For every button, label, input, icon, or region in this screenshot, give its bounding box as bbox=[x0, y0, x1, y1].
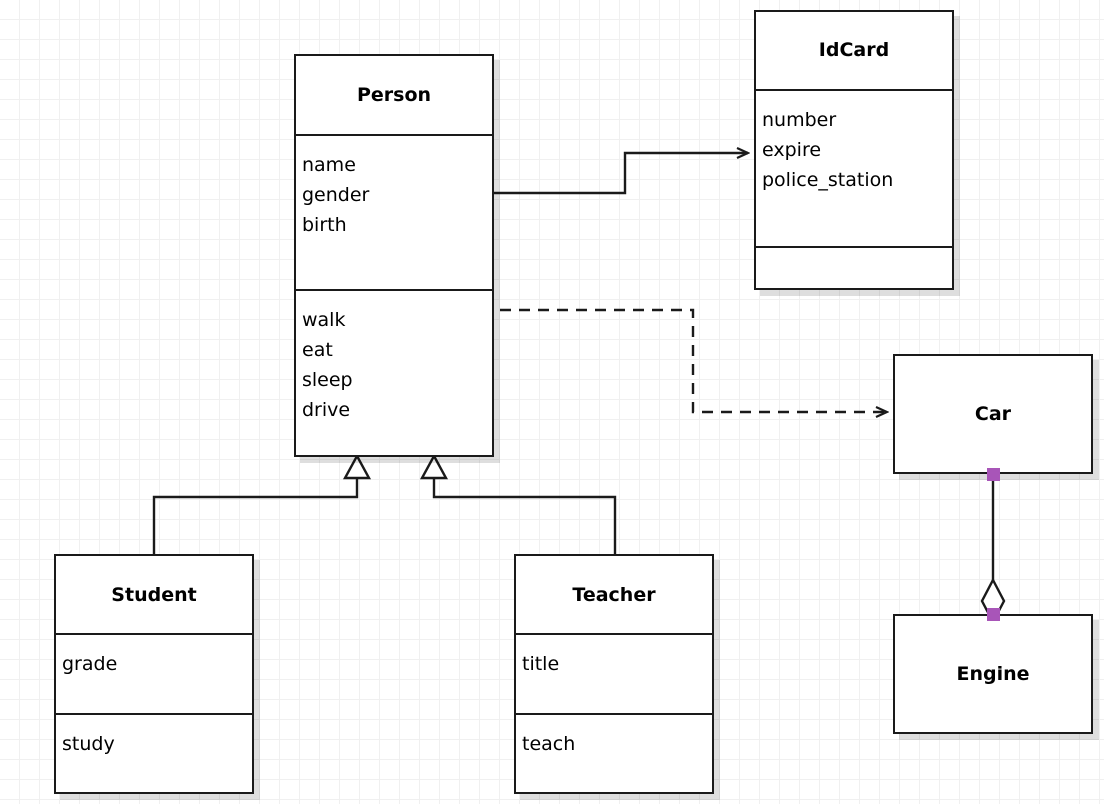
class-operations-teacher: teach bbox=[516, 712, 712, 792]
uml-class-student[interactable]: Student grade study bbox=[54, 554, 254, 794]
class-name-student: Student bbox=[111, 583, 197, 606]
attribute-item: birth bbox=[302, 213, 347, 236]
class-operations-student: study bbox=[56, 712, 252, 792]
class-operations-person: walk eat sleep drive bbox=[296, 288, 492, 455]
class-name-engine: Engine bbox=[956, 663, 1030, 685]
operation-item: teach bbox=[522, 732, 576, 755]
class-attributes-teacher: title bbox=[516, 633, 712, 712]
class-name-teacher: Teacher bbox=[572, 583, 656, 606]
attribute-item: grade bbox=[62, 653, 118, 676]
attribute-item: title bbox=[522, 653, 560, 676]
edge-person-idcard[interactable] bbox=[494, 153, 748, 195]
class-operations-idcard bbox=[756, 245, 952, 288]
class-name-car: Car bbox=[974, 403, 1012, 425]
operation-item: drive bbox=[302, 398, 351, 421]
connection-handle-engine-top[interactable] bbox=[987, 608, 1000, 621]
class-attributes-idcard: number expire police_station bbox=[756, 88, 952, 246]
edge-teacher-person[interactable] bbox=[419, 453, 617, 554]
operation-item: study bbox=[62, 732, 115, 755]
connection-handle-car-bottom[interactable] bbox=[987, 468, 1000, 481]
uml-class-idcard[interactable]: IdCard number expire police_station bbox=[754, 10, 954, 290]
attribute-item: gender bbox=[302, 183, 370, 206]
attribute-item: name bbox=[302, 153, 356, 176]
uml-class-person[interactable]: Person name gender birth walk eat sleep … bbox=[294, 54, 494, 457]
edge-car-engine[interactable] bbox=[980, 474, 1006, 625]
class-attributes-person: name gender birth bbox=[296, 133, 492, 289]
class-name-person: Person bbox=[356, 83, 432, 106]
attribute-item: number bbox=[762, 108, 837, 131]
uml-class-engine[interactable]: Engine bbox=[893, 614, 1093, 734]
operation-item: eat bbox=[302, 338, 333, 361]
attribute-item: expire bbox=[762, 138, 822, 161]
edge-student-person[interactable] bbox=[152, 453, 372, 554]
class-name-idcard: IdCard bbox=[818, 39, 890, 62]
attribute-item: police_station bbox=[762, 168, 894, 191]
uml-class-teacher[interactable]: Teacher title teach bbox=[514, 554, 714, 794]
edge-person-car[interactable] bbox=[500, 308, 887, 412]
uml-class-car[interactable]: Car bbox=[893, 354, 1093, 474]
operation-item: sleep bbox=[302, 368, 353, 391]
operation-item: walk bbox=[302, 308, 346, 331]
class-attributes-student: grade bbox=[56, 633, 252, 712]
